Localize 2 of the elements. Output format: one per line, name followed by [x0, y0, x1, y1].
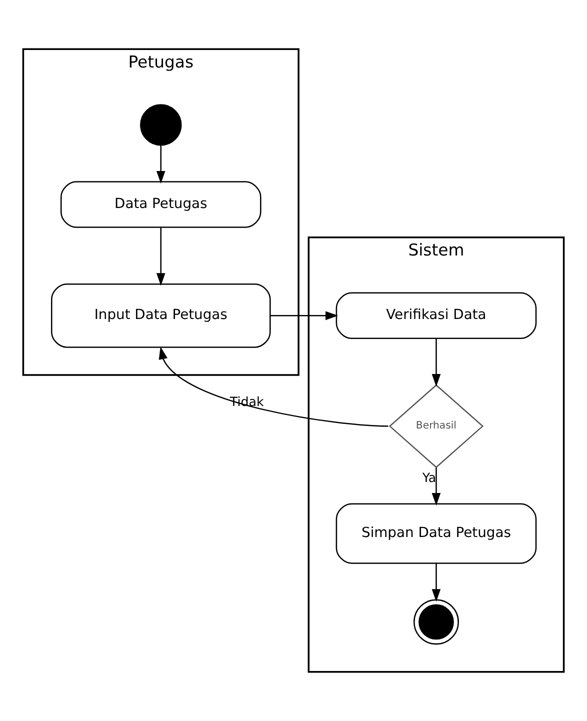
edge-label: Ya: [422, 470, 436, 486]
edge-label: Tidak: [230, 394, 264, 410]
